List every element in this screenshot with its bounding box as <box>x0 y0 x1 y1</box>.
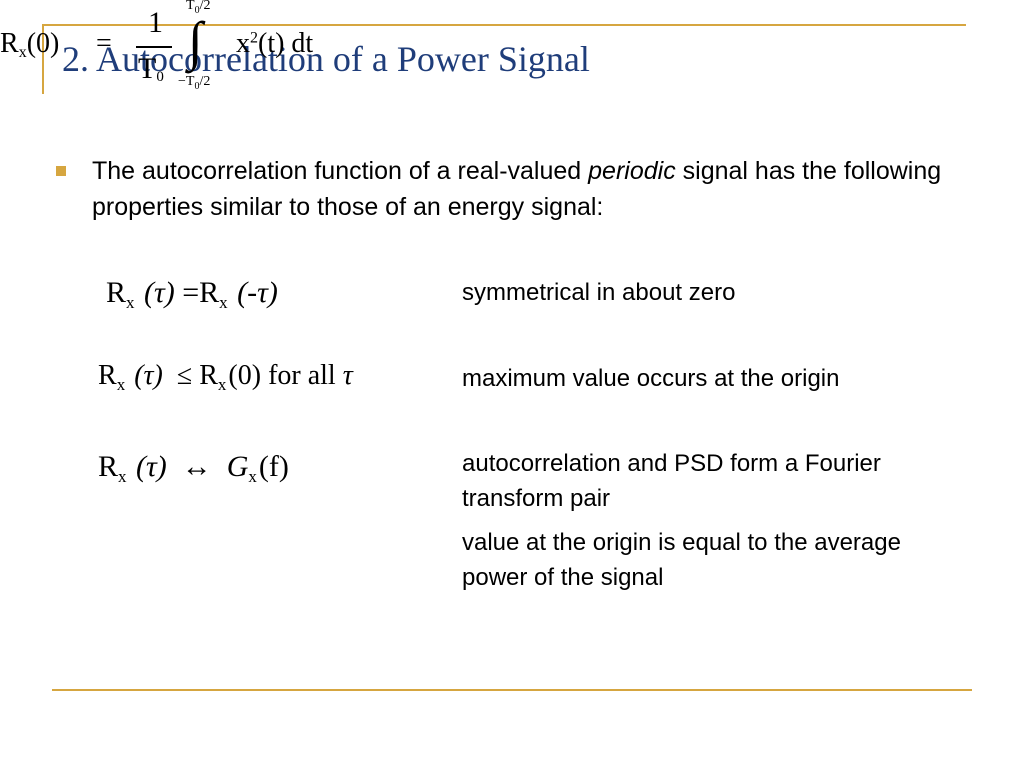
eq-subscript: x <box>18 43 27 61</box>
equation-fourier-pair: Rx (τ) ↔ Gx(f) <box>98 452 289 485</box>
eq-symbol: −T <box>178 74 195 89</box>
fraction-denominator: T0 <box>138 52 164 86</box>
description-maximum: maximum value occurs at the origin <box>462 365 840 392</box>
eq-symbol: R <box>106 276 127 309</box>
footer-rule <box>52 689 972 691</box>
eq-subscript: 0 <box>156 69 164 85</box>
eq-superscript: 2 <box>250 29 258 47</box>
bullet-text: The autocorrelation function of a real-v… <box>92 153 962 225</box>
eq-subscript: x <box>126 292 135 312</box>
description-symmetry: symmetrical in about zero <box>462 279 736 306</box>
eq-argument: (τ) <box>134 360 163 391</box>
eq-relation: ↔ <box>181 450 212 483</box>
eq-symbol: R <box>98 450 119 483</box>
eq-relation: ≤ <box>176 360 193 391</box>
eq-subscript: x <box>118 466 127 486</box>
eq-argument: (t) dt <box>258 28 314 59</box>
eq-relation: = <box>96 28 112 59</box>
slide-title: 2. Autocorrelation of a Power Signal <box>62 39 590 79</box>
bullet-emphasis: periodic <box>588 157 676 185</box>
integrand: x2(t) dt <box>236 28 313 60</box>
integral-upper-limit: T0/2 <box>186 0 210 16</box>
eq-symbol: R <box>199 276 220 309</box>
eq-symbol: R <box>98 360 117 391</box>
description-average-power: value at the origin is equal to the aver… <box>462 529 901 591</box>
eq-argument: (-τ) <box>237 276 278 309</box>
eq-argument: (0) <box>228 360 262 391</box>
eq-relation: = <box>182 276 200 309</box>
square-bullet-icon <box>56 166 66 176</box>
eq-argument: (τ) <box>136 450 167 483</box>
title-frame-left-rule <box>42 24 44 94</box>
eq-subscript: x <box>248 466 257 486</box>
fraction-numerator: 1 <box>148 6 163 39</box>
eq-limit-rest: /2 <box>199 74 211 89</box>
equation-average-power: Rx(0) = 1 T0 T0/2 ∫ −T0/2 x2(t) dt <box>0 0 360 100</box>
integral-sign: ∫ <box>188 11 203 71</box>
integral-lower-limit: −T0/2 <box>178 74 210 92</box>
fraction-bar <box>136 46 172 48</box>
eq-argument: (τ) <box>144 276 175 309</box>
equation-maximum: Rx (τ) ≤ Rx(0) for all τ <box>98 362 353 393</box>
eq-suffix: for all <box>268 360 336 391</box>
eq-subscript: x <box>116 374 126 394</box>
eq-lhs: Rx(0) <box>0 28 59 62</box>
eq-symbol: R <box>199 360 218 391</box>
eq-symbol: G <box>226 450 249 483</box>
eq-limit-rest: /2 <box>199 0 211 13</box>
eq-argument: (f) <box>258 450 289 483</box>
eq-argument: (0) <box>26 28 60 59</box>
eq-subscript: 0 <box>194 80 200 92</box>
eq-subscript: x <box>217 374 227 394</box>
bullet-text-part: signal has the following properties simi… <box>92 157 942 221</box>
eq-subscript: x <box>219 292 228 312</box>
title-frame-top-rule <box>42 24 966 26</box>
eq-subscript: 0 <box>194 4 200 16</box>
eq-suffix-variable: τ <box>342 360 353 391</box>
bullet-text-part: The autocorrelation function of a real-v… <box>92 157 589 185</box>
description-fourier-pair: autocorrelation and PSD form a Fourier t… <box>462 450 881 512</box>
eq-symbol: T <box>138 52 157 85</box>
eq-symbol: R <box>0 28 19 59</box>
eq-symbol: x <box>236 28 250 59</box>
equation-symmetry: Rx (τ) =Rx (-τ) <box>106 278 278 311</box>
eq-symbol: T <box>186 0 195 13</box>
